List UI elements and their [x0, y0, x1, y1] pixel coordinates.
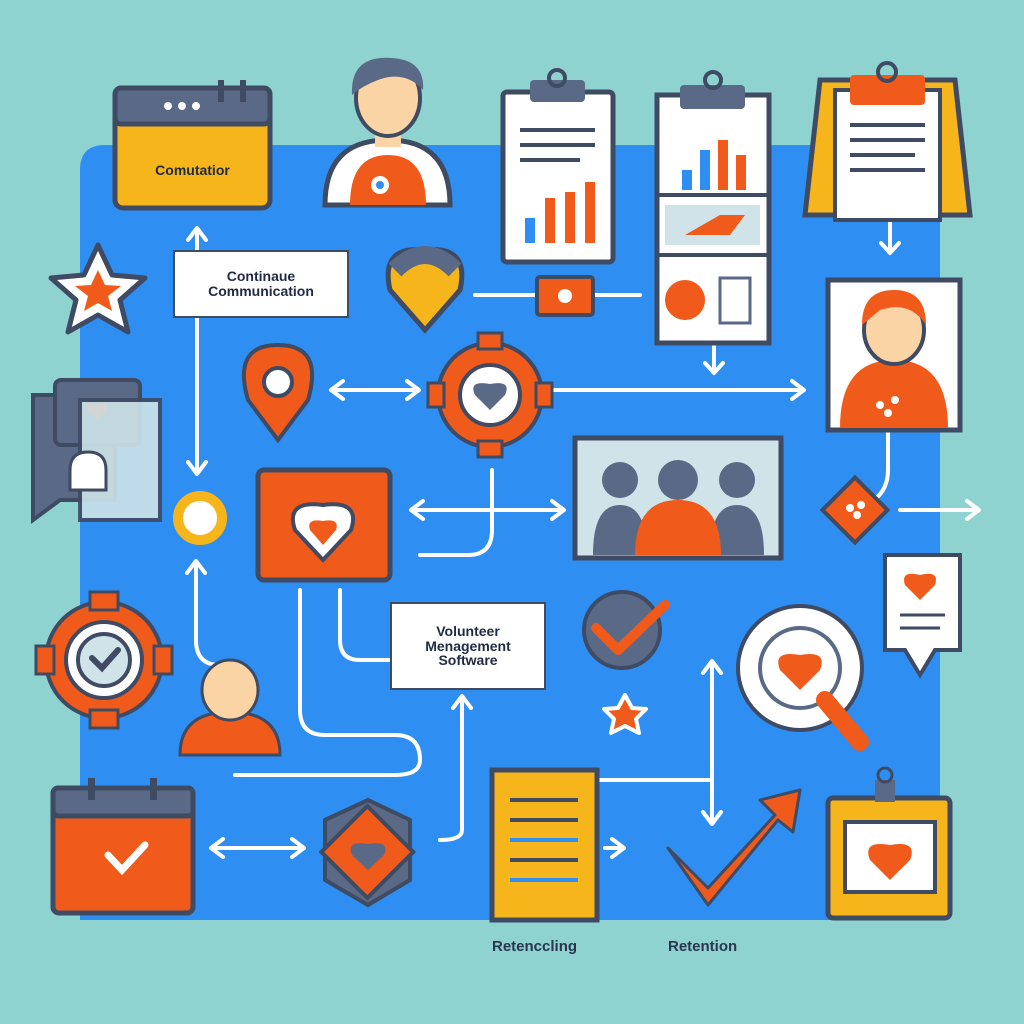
- small-star-icon: [602, 693, 648, 735]
- team-meeting-icon: [572, 435, 784, 561]
- volunteer-management-software-label: Volunteer Menagement Software: [390, 602, 546, 690]
- heart-note-icon: [883, 553, 962, 679]
- connector-lines: [185, 218, 981, 859]
- retencling-caption: Retenccling: [492, 938, 578, 955]
- continue-communication-line2: Communication: [208, 283, 314, 299]
- gear-heart-icon: [426, 331, 554, 459]
- search-heart-icon: [736, 604, 869, 751]
- gear-check-icon: [34, 590, 174, 730]
- continue-communication-label: Continaue Communication: [173, 250, 349, 318]
- person-avatar-icon: [322, 57, 453, 208]
- task-list-icon: [489, 767, 600, 923]
- volunteer-person-icon: [178, 658, 282, 757]
- window-card-icon: [112, 80, 273, 211]
- success-check-icon: [666, 788, 802, 907]
- heart-frame-icon: [825, 766, 953, 921]
- continue-communication-line1: Continaue: [226, 268, 296, 285]
- shield-heart-icon: [318, 797, 417, 908]
- location-pin-icon: [241, 342, 315, 444]
- vms-line2: Menagement: [425, 637, 511, 654]
- target-square-icon: [535, 275, 595, 317]
- check-circle-icon: [582, 590, 670, 670]
- chat-bubbles-icon: [31, 378, 162, 524]
- communication-card-label: Comutatior: [155, 161, 230, 178]
- star-inner-icon: [75, 270, 121, 311]
- volunteer-profile-icon: [825, 277, 963, 433]
- vms-line1: Volunteer: [436, 622, 500, 639]
- analytics-board-icon: [654, 70, 772, 346]
- report-clipboard-icon: [500, 68, 616, 265]
- retention-caption: Retention: [668, 938, 738, 955]
- vms-line3: Software: [438, 652, 498, 669]
- ring-node-icon: [173, 491, 227, 545]
- heart-card-icon: [255, 467, 393, 583]
- document-clipboard-icon: [802, 61, 973, 222]
- calendar-check-icon: [50, 778, 196, 916]
- diamond-node-icon: [819, 474, 891, 546]
